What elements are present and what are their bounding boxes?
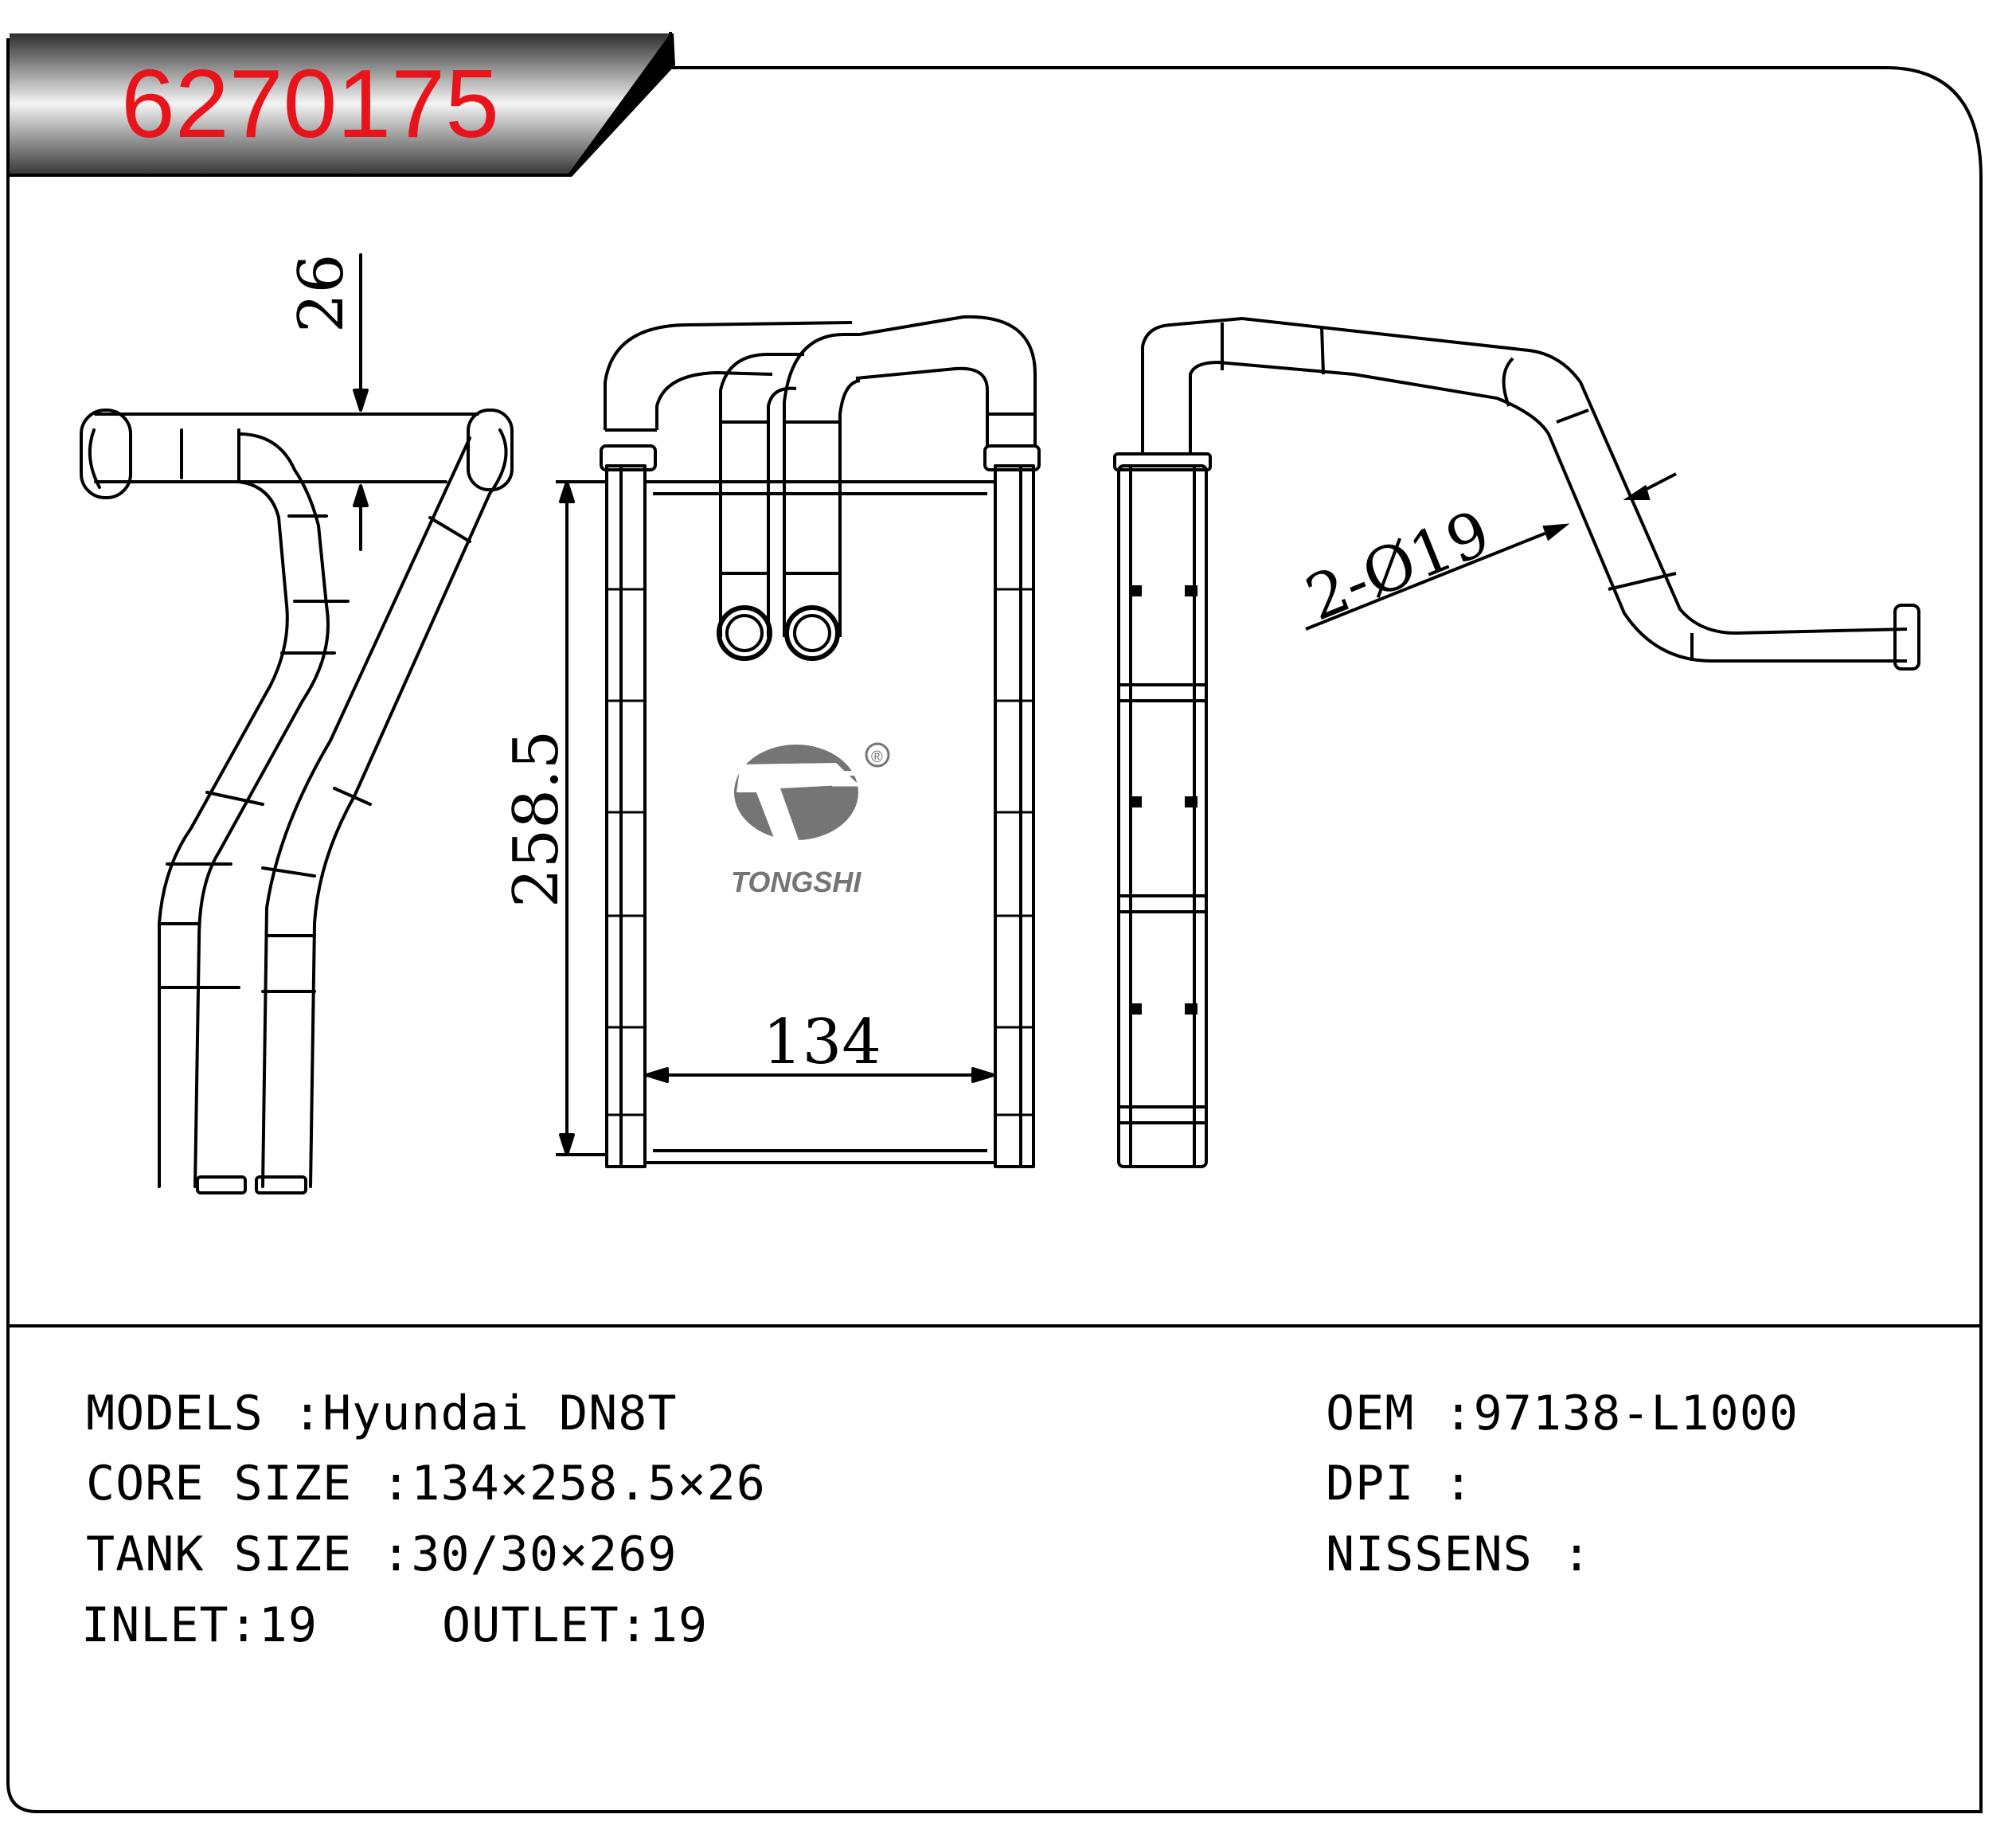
spec-nissens: NISSENS : [1326, 1527, 1592, 1582]
side-view [80, 253, 514, 1194]
spec-models: MODELS :Hyundai DN8T [86, 1386, 678, 1441]
end-view [1113, 316, 1920, 1168]
title-banner: 6270175 [6, 33, 675, 177]
tongshi-logo: ® TONGSHI [731, 742, 890, 898]
front-view [556, 315, 1041, 1168]
width-dimension: 134 [763, 1007, 881, 1078]
spec-dpi: DPI : [1326, 1456, 1474, 1511]
spec-oem: OEM :97138-L1000 [1326, 1386, 1799, 1441]
spec-tank-size: TANK SIZE :30/30×269 [86, 1527, 678, 1582]
drawing-frame [6, 32, 1983, 1813]
height-dimension: 258.5 [501, 730, 572, 908]
spec-inlet: INLET:19 [81, 1597, 318, 1653]
pipe-dimension: 2-Ø19 [1296, 498, 1499, 635]
part-number: 6270175 [121, 49, 499, 158]
spec-core-size: CORE SIZE :134×258.5×26 [86, 1456, 766, 1511]
depth-dimension: 26 [286, 254, 357, 333]
spec-outlet: OUTLET:19 [442, 1597, 709, 1653]
registered-mark: ® [871, 749, 883, 766]
logo-brand-text: TONGSHI [731, 866, 861, 898]
